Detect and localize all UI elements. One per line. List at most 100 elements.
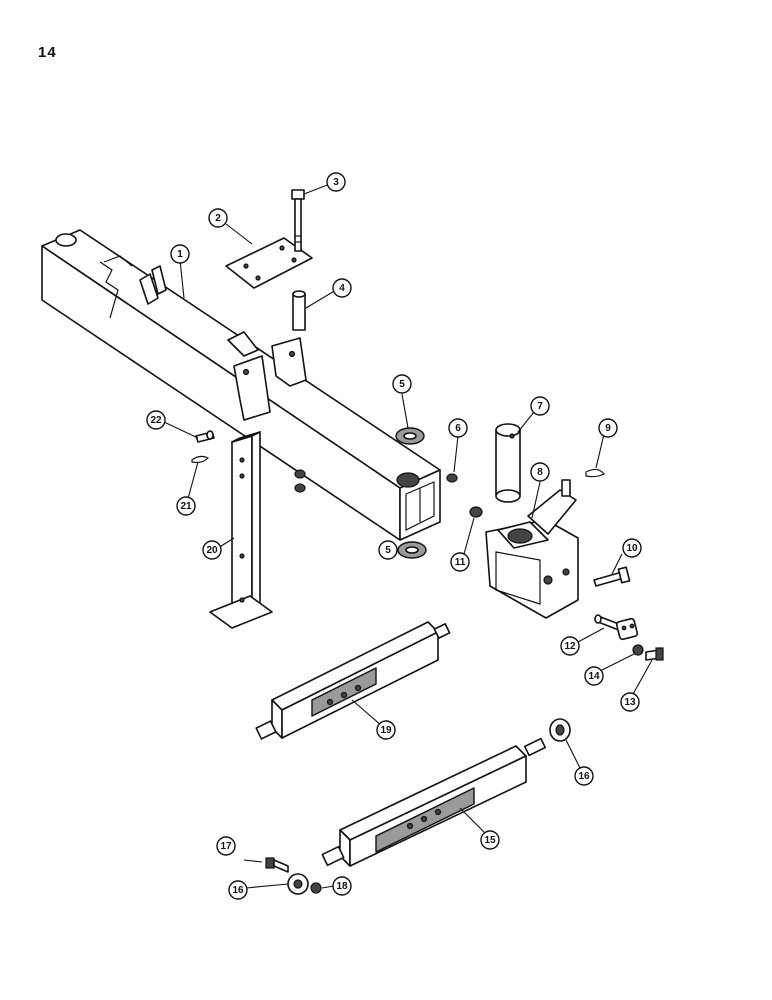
callout-circle (326, 172, 346, 192)
callout-label: 2 (215, 213, 221, 224)
pin-12-part (594, 614, 639, 641)
callout-4: 4 (332, 278, 352, 298)
page-number: 14 (38, 44, 57, 61)
callout-label: 5 (385, 545, 391, 556)
plate-holes (243, 245, 297, 281)
callout-circle (530, 462, 550, 482)
callout-circle (598, 418, 618, 438)
callout-circle (332, 876, 352, 896)
callout-11: 11 (450, 552, 470, 572)
callout-16: 16 (228, 880, 248, 900)
callout-19: 19 (376, 720, 396, 740)
callout-circle (208, 208, 228, 228)
pin-part (292, 290, 306, 331)
callout-8: 8 (530, 462, 550, 482)
callout-label: 6 (455, 423, 461, 434)
callout-5: 5 (392, 374, 412, 394)
callout-label: 1 (177, 249, 183, 260)
bolt-13-part (645, 647, 664, 661)
callout-12: 12 (560, 636, 580, 656)
collar-upper-part (549, 718, 571, 742)
arm-15-part (321, 737, 547, 867)
callout-label: 7 (537, 401, 543, 412)
callout-label: 21 (180, 501, 192, 512)
callout-18: 18 (332, 876, 352, 896)
cotter-pin-part (585, 468, 605, 478)
bolt-part (291, 189, 305, 252)
callout-13: 13 (620, 692, 640, 712)
callout-circle (228, 880, 248, 900)
callout-9: 9 (598, 418, 618, 438)
callout-14: 14 (584, 666, 604, 686)
callout-20: 20 (202, 540, 222, 560)
callout-label: 13 (624, 697, 636, 708)
callout-circle (620, 692, 640, 712)
callout-label: 20 (206, 545, 218, 556)
callout-circle (480, 830, 500, 850)
callout-label: 12 (564, 641, 576, 652)
callout-circle (584, 666, 604, 686)
callout-label: 3 (333, 177, 339, 188)
callout-22: 22 (146, 410, 166, 430)
pin-22-part (195, 430, 215, 443)
callout-label: 18 (336, 881, 348, 892)
callout-circle (450, 552, 470, 572)
stand-nut-lower (294, 483, 306, 493)
callout-circle (392, 374, 412, 394)
callout-label: 17 (220, 841, 232, 852)
callout-1: 1 (170, 244, 190, 264)
jack-stand-part (209, 431, 273, 629)
callout-17: 17 (216, 836, 236, 856)
callout-circle (176, 496, 196, 516)
callout-label: 5 (399, 379, 405, 390)
callout-label: 14 (588, 671, 600, 682)
plate-part (225, 237, 313, 289)
collar-lower-part (287, 873, 309, 895)
callout-label: 4 (339, 283, 345, 294)
callout-circle (332, 278, 352, 298)
pivot-pin-part (495, 423, 521, 503)
callout-circle (146, 410, 166, 430)
bolt-17-part (265, 857, 289, 873)
callout-circle (216, 836, 236, 856)
hitch-bracket-part (485, 479, 579, 619)
callout-15: 15 (480, 830, 500, 850)
callout-circle (202, 540, 222, 560)
callout-label: 8 (537, 467, 543, 478)
callout-circle (170, 244, 190, 264)
callout-circle (574, 766, 594, 786)
nut-part (446, 473, 458, 483)
callout-circle (376, 720, 396, 740)
callout-6: 6 (448, 418, 468, 438)
callout-circle (560, 636, 580, 656)
clip-21-part (191, 455, 210, 464)
callout-21: 21 (176, 496, 196, 516)
washer-14-part (632, 644, 644, 656)
callout-label: 15 (484, 835, 496, 846)
callout-2: 2 (208, 208, 228, 228)
callout-label: 9 (605, 423, 611, 434)
callout-circle (622, 538, 642, 558)
callout-16: 16 (574, 766, 594, 786)
callout-label: 10 (626, 543, 638, 554)
stand-nut-upper (294, 469, 306, 479)
nut-18-part (310, 882, 322, 894)
callout-label: 11 (455, 557, 466, 568)
callout-7: 7 (530, 396, 550, 416)
arm-19-part (255, 621, 451, 740)
callout-label: 16 (578, 771, 590, 782)
callout-label: 22 (150, 415, 162, 426)
callout-3: 3 (326, 172, 346, 192)
nut-11-part (469, 506, 483, 518)
callout-circle (448, 418, 468, 438)
callout-circle (378, 540, 398, 560)
callout-5: 5 (378, 540, 398, 560)
callout-label: 16 (232, 885, 244, 896)
callout-label: 19 (380, 725, 392, 736)
main-frame-part (41, 229, 441, 541)
callout-circle (530, 396, 550, 416)
callout-10: 10 (622, 538, 642, 558)
bolt-10-part (593, 566, 631, 587)
